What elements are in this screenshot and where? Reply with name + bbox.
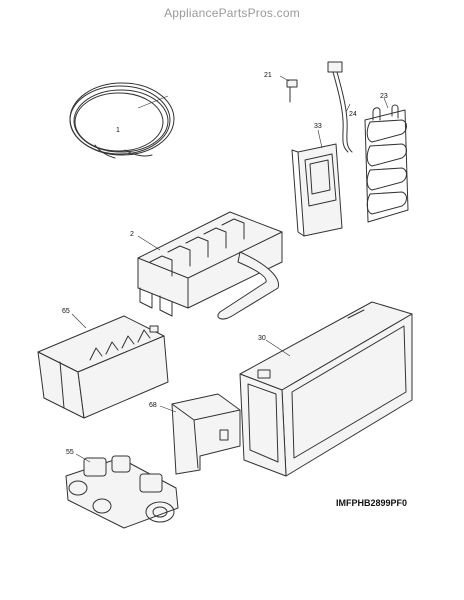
diagram-code: IMFPHB2899PF0: [336, 498, 408, 508]
label-21: 21: [264, 72, 272, 79]
label-55: 55: [66, 449, 74, 456]
label-68: 68: [149, 402, 157, 409]
part-ice-bin-housing[interactable]: 30: [239, 301, 413, 477]
part-evaporator[interactable]: 23: [364, 93, 409, 223]
label-2: 2: [130, 231, 134, 238]
part-wire-harness[interactable]: 24: [327, 61, 357, 153]
site-watermark: AppliancePartsPros.com: [164, 6, 300, 20]
label-30: 30: [258, 335, 266, 342]
part-duct-cover[interactable]: 68: [149, 393, 241, 475]
label-24: 24: [349, 111, 357, 118]
part-heater-bracket[interactable]: 33: [291, 123, 343, 237]
part-thermistor[interactable]: 21: [264, 72, 298, 103]
label-23: 23: [380, 93, 388, 100]
label-1: 1: [116, 127, 120, 134]
part-water-line-tube[interactable]: 1: [69, 82, 175, 159]
part-ice-tray[interactable]: 65: [37, 308, 169, 419]
part-water-valve[interactable]: 55: [65, 449, 179, 529]
label-65: 65: [62, 308, 70, 315]
part-ice-maker[interactable]: 2: [130, 211, 283, 320]
label-33: 33: [314, 123, 322, 130]
